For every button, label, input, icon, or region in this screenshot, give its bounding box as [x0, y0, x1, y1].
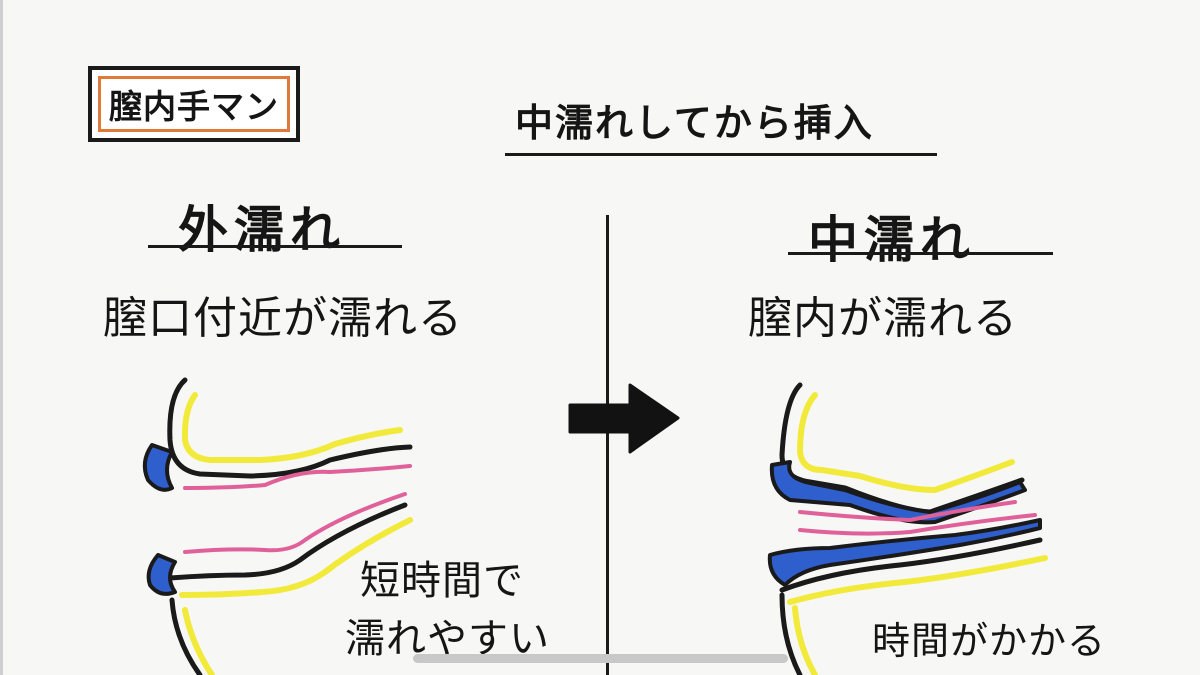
right-upper-wall-yellow — [800, 395, 1012, 490]
video-scrubber-bar[interactable] — [413, 654, 788, 663]
left-upper-wet-blue — [145, 445, 172, 490]
left-lower-leg-yellow — [185, 610, 212, 675]
right-note: 時間がかかる — [872, 610, 1106, 665]
right-arrow-icon — [570, 385, 678, 452]
left-lower-wet-blue — [149, 555, 175, 594]
left-note-line1: 短時間で — [360, 548, 524, 606]
